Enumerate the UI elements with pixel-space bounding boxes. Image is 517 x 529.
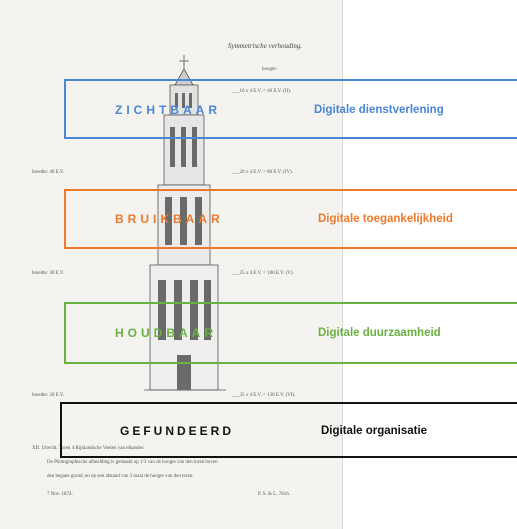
engraving-caption-line: XII. Utrecht. Toren 4 Rijnlandsche Voete… [32, 446, 145, 451]
layer-description-houdbaar: Digitale duurzaamheid [318, 327, 441, 339]
engraving-height-line: ___35 x 4 E.V. = 130 E.V. (VI). [232, 393, 296, 398]
engraving-caption-line: 7 Nov. 1874. [47, 492, 73, 497]
paper-edge [342, 0, 343, 529]
layer-label-houdbaar: HOUDBAAR [115, 326, 217, 340]
layer-description-bruikbaar: Digitale toegankelijkheid [318, 213, 453, 225]
engraving-subtitle: hoogte: [262, 67, 277, 72]
engraving-width-line: breedte: 40 E.V. [32, 170, 65, 175]
engraving-title: Symmetrische verhouding. [228, 42, 303, 50]
layer-label-zichtbaar: ZICHTBAAR [115, 103, 221, 117]
engraving-caption-line: De Photographische afbeelding is gemaakt… [47, 460, 218, 465]
tower-drawing [144, 55, 226, 391]
layer-description-zichtbaar: Digitale dienstverlening [314, 104, 444, 116]
layer-box-zichtbaar [64, 79, 517, 139]
engraving-caption-line: den begane grond, en op een afstand van … [47, 474, 194, 479]
layer-description-gefundeerd: Digitale organisatie [321, 425, 428, 437]
engraving-height-line: ___10 x 4 E.V. = 40 E.V. (II). [232, 89, 292, 94]
layer-label-gefundeerd: GEFUNDEERD [120, 424, 235, 438]
layer-box-bruikbaar [64, 189, 517, 249]
engraving-height-line: ___25 x 4 E.V. = 100 E.V. (V). [232, 271, 294, 276]
engraving-width-line: breedte: 30 E.V. [32, 271, 65, 276]
engraving-caption-line: P. S. & L. 7816. [258, 492, 290, 497]
layer-label-bruikbaar: BRUIKBAAR [115, 212, 224, 226]
layer-box-houdbaar [64, 302, 517, 364]
engraving-width-line: breedte: 20 E.V. [32, 393, 65, 398]
layer-box-gefundeerd [60, 402, 517, 458]
engraving-height-line: ___20 x 4 E.V. = 80 E.V. (IV). [232, 170, 293, 175]
